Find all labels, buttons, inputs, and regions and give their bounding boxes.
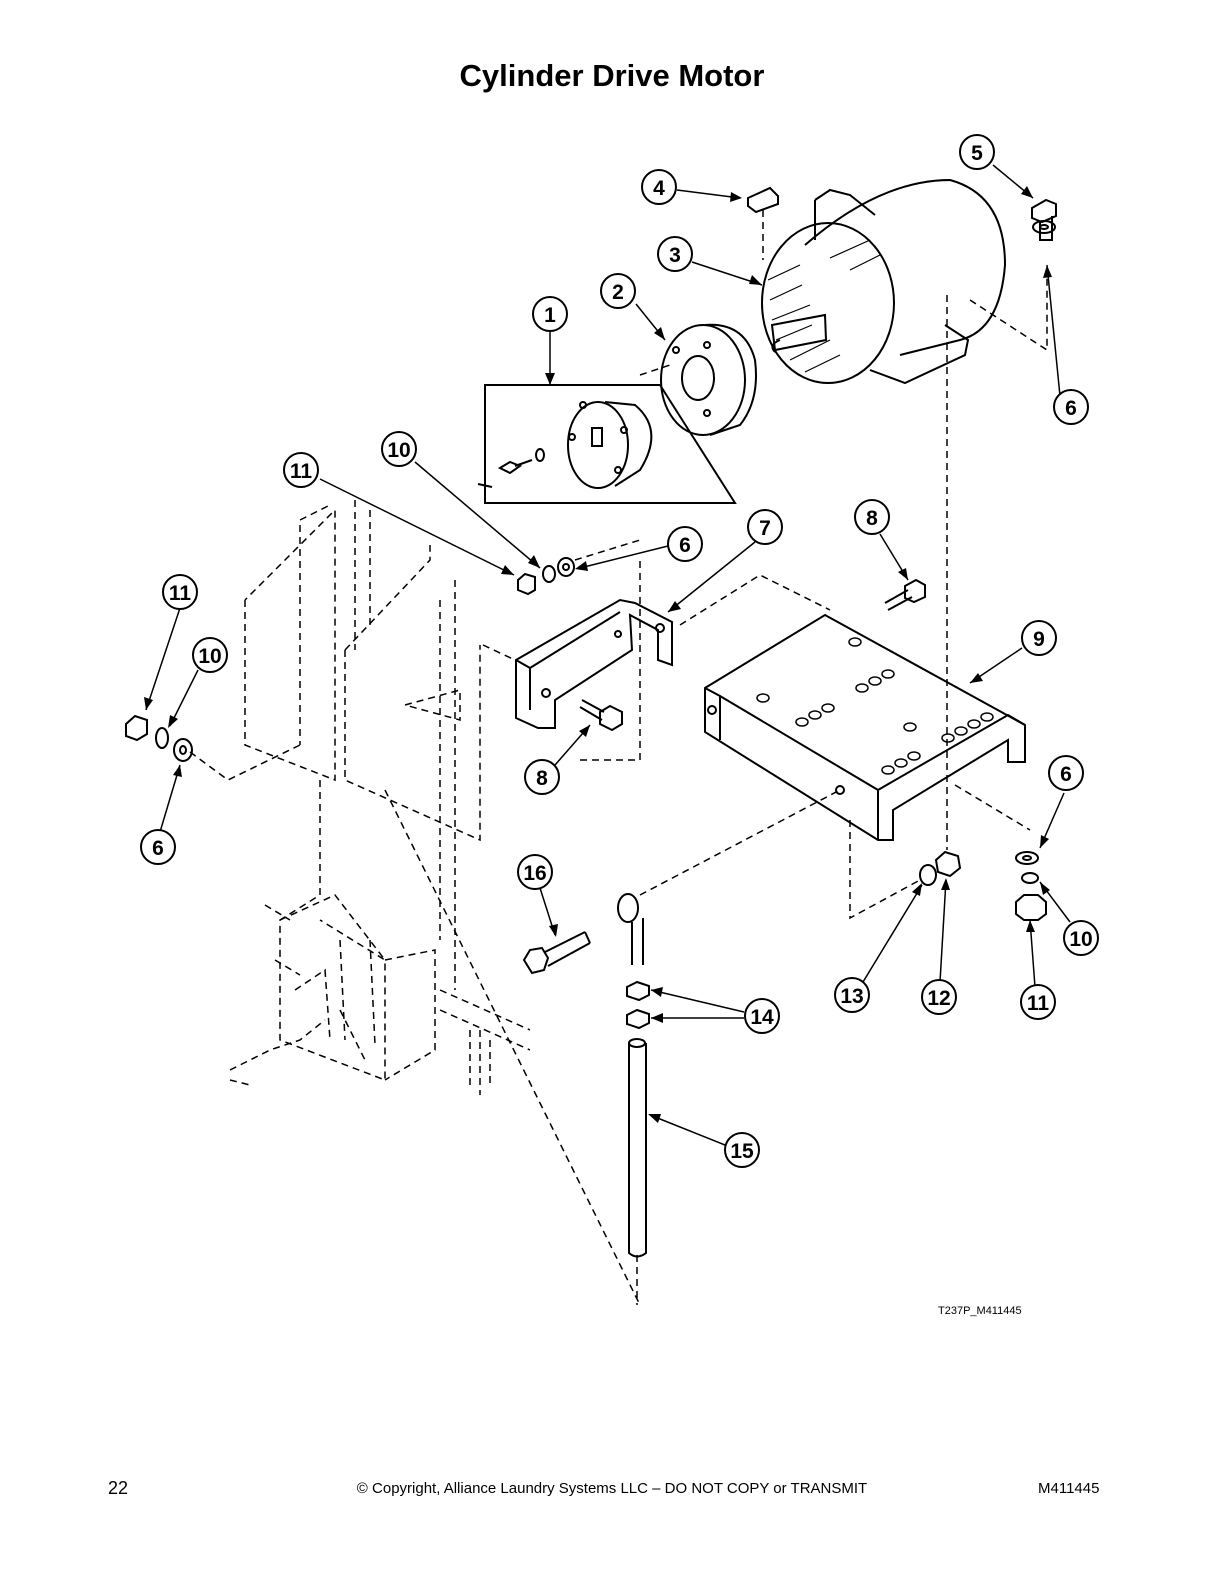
callout-14: 14: [744, 998, 780, 1034]
part-3-drive-motor: [761, 178, 1007, 385]
parts-12-13-nut-washer: [919, 850, 962, 886]
svg-text:4: 4: [653, 177, 665, 200]
callout-5: 5: [959, 134, 995, 170]
svg-text:9: 9: [1033, 628, 1045, 651]
svg-text:1: 1: [544, 304, 556, 327]
part-2-pulley: [660, 323, 757, 436]
callout-3: 3: [657, 236, 693, 272]
svg-text:6: 6: [1060, 763, 1072, 786]
svg-text:6: 6: [679, 534, 691, 557]
part-9-mounting-plate: [704, 613, 1026, 841]
callout-10-right: 10: [1063, 920, 1099, 956]
callout-8-lower: 8: [524, 759, 560, 795]
machine-frame-outline: [229, 500, 641, 1095]
svg-text:6: 6: [1065, 397, 1077, 420]
callout-2: 2: [600, 273, 636, 309]
callouts: 1 2 3 4 5 6 6 7 8 8 9 10 10 10 11 11 11 …: [140, 134, 1099, 1168]
part-6-washer: [1032, 220, 1056, 234]
svg-text:12: 12: [927, 987, 950, 1010]
part-1-taper-lock-hub-inset: [477, 384, 737, 504]
svg-text:7: 7: [759, 517, 771, 540]
svg-text:14: 14: [750, 1006, 774, 1029]
svg-text:8: 8: [536, 767, 548, 790]
svg-text:11: 11: [169, 582, 192, 605]
callout-6-right: 6: [1048, 755, 1084, 791]
arrowheads: [144, 186, 1052, 1123]
callout-11-left: 11: [162, 574, 198, 610]
part-5-bolt: [1031, 198, 1057, 241]
callout-6-motor: 6: [1053, 389, 1089, 425]
callout-13: 13: [834, 977, 870, 1013]
callout-12: 12: [921, 979, 957, 1015]
page-title: Cylinder Drive Motor: [459, 58, 765, 93]
part-16-bolt: [522, 931, 591, 975]
assembly-lines: [189, 210, 1048, 1306]
svg-text:2: 2: [612, 281, 624, 304]
eye-bolt: [617, 893, 644, 965]
part-15-rod: [628, 1038, 647, 1258]
callout-7: 7: [747, 509, 783, 545]
callout-4: 4: [641, 169, 677, 205]
part-4-key: [747, 186, 779, 214]
svg-text:5: 5: [971, 142, 983, 165]
page-number: 22: [108, 1478, 129, 1498]
callout-16: 16: [517, 854, 553, 890]
callout-15: 15: [724, 1132, 760, 1168]
document-number: M411445: [1038, 1480, 1100, 1497]
svg-text:10: 10: [198, 645, 221, 668]
svg-text:3: 3: [669, 244, 681, 267]
part-8-bolt-lower: [579, 699, 623, 732]
svg-text:6: 6: [152, 837, 164, 860]
part-8-bolt-upper: [884, 578, 926, 611]
callout-9: 9: [1021, 620, 1057, 656]
svg-text:10: 10: [387, 439, 410, 462]
figure-code: T237P_M411445: [938, 1305, 1022, 1317]
callout-6-bracket: 6: [667, 526, 703, 562]
svg-text:8: 8: [866, 507, 878, 530]
callout-1: 1: [532, 296, 568, 332]
part-14-nuts: [626, 980, 650, 1030]
part-7-bracket: [515, 598, 673, 729]
svg-text:16: 16: [523, 862, 546, 885]
svg-text:13: 13: [840, 985, 863, 1008]
callout-8-upper: 8: [854, 499, 890, 535]
hardware-left-stack: [125, 714, 193, 762]
svg-text:11: 11: [1027, 992, 1050, 1015]
callout-10-left: 10: [192, 637, 228, 673]
callout-6-left: 6: [140, 829, 176, 865]
hardware-upper-stack: [517, 557, 575, 596]
svg-text:15: 15: [730, 1140, 754, 1163]
callout-10-upper: 10: [381, 431, 417, 467]
svg-text:11: 11: [290, 460, 313, 483]
callout-11-right: 11: [1020, 984, 1056, 1020]
svg-text:10: 10: [1069, 928, 1092, 951]
callout-11-upper: 11: [283, 452, 319, 488]
copyright-notice: © Copyright, Alliance Laundry Systems LL…: [356, 1480, 868, 1497]
hardware-right-stack: [1015, 851, 1047, 921]
